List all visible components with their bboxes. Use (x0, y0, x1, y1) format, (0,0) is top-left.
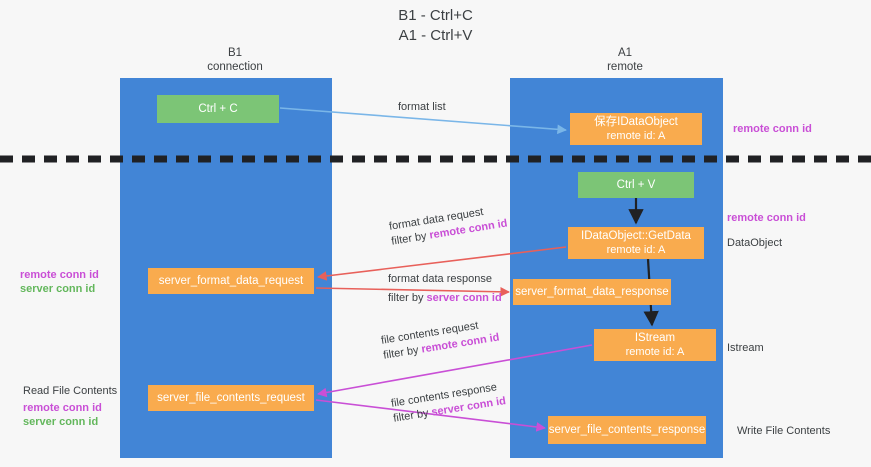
arrow-file-contents-request (317, 344, 593, 398)
annotation-read-file-contents: Read File Contents (23, 385, 118, 397)
annotation-remote-conn-id-top: remote conn id (733, 123, 812, 135)
edge-label-format-data-response-line1: format data response (388, 273, 492, 285)
annotation-dataobject: DataObject (727, 237, 783, 249)
edge-label-format-list: format list (398, 100, 446, 115)
annotation-left-conn-ids-top: remote conn id server conn id (20, 268, 99, 296)
node-save-idataobject[interactable]: 保存IDataObject remote id: A (570, 113, 702, 145)
node-istream-line1: IStream (634, 332, 676, 344)
node-save-idataobject-line2: remote id: A (606, 130, 666, 142)
node-server-file-contents-response-label: server_file_contents_response (548, 424, 706, 436)
arrow-format-data-request (317, 246, 567, 281)
column-header-a1: A1 remote (510, 46, 740, 74)
annotation-left-server-conn-id: server conn id (20, 283, 96, 295)
edge-label-format-list-line1: format list (398, 101, 446, 113)
node-istream-line2: remote id: A (625, 346, 685, 358)
annotation-left-conn-ids-bottom: remote conn id server conn id (23, 401, 102, 429)
node-server-file-contents-request-label: server_file_contents_request (157, 392, 305, 404)
node-idataobject-getdata[interactable]: IDataObject::GetData remote id: A (568, 227, 704, 259)
edge-label-format-data-response: format data response filter by server co… (388, 272, 502, 306)
annotation-istream: Istream (727, 342, 764, 354)
annotation-left2-server-conn-id: server conn id (23, 416, 99, 428)
edge-label-format-data-response-filter: filter by server conn id (388, 291, 502, 306)
arrow-file-contents-response (315, 399, 546, 432)
node-server-file-contents-request[interactable]: server_file_contents_request (148, 385, 314, 411)
node-ctrl-v[interactable]: Ctrl + V (578, 172, 694, 198)
annotation-left2-remote-conn-id: remote conn id (23, 402, 102, 414)
node-server-format-data-response-label: server_format_data_response (515, 286, 669, 298)
arrow-format-data-response (315, 287, 510, 297)
annotation-left-remote-conn-id: remote conn id (20, 269, 99, 281)
column-header-a1-name: A1 (617, 47, 633, 59)
diagram-title: B1 - Ctrl+C A1 - Ctrl+V (398, 7, 473, 44)
node-server-format-data-request-label: server_format_data_request (158, 275, 304, 287)
node-ctrl-v-label: Ctrl + V (616, 179, 656, 191)
annotation-write-file-contents: Write File Contents (737, 425, 831, 437)
column-header-b1-name: B1 (227, 47, 243, 59)
node-server-format-data-response[interactable]: server_format_data_response (513, 279, 671, 305)
node-server-format-data-request[interactable]: server_format_data_request (148, 268, 314, 294)
arrow-format-list (279, 107, 567, 135)
node-server-file-contents-response[interactable]: server_file_contents_response (548, 416, 706, 444)
filter-key-server-conn-id: server conn id (426, 292, 502, 304)
node-save-idataobject-line1: 保存IDataObject (594, 116, 678, 128)
node-istream[interactable]: IStream remote id: A (594, 329, 716, 361)
node-idataobject-getdata-line2: remote id: A (606, 244, 666, 256)
node-ctrl-c[interactable]: Ctrl + C (157, 95, 279, 123)
column-header-b1: B1 connection (120, 46, 350, 74)
node-idataobject-getdata-line1: IDataObject::GetData (581, 230, 691, 242)
node-ctrl-c-label: Ctrl + C (198, 103, 238, 115)
column-header-b1-role: connection (207, 61, 263, 73)
annotation-remote-conn-id-mid: remote conn id (727, 212, 806, 224)
column-header-a1-role: remote (607, 61, 643, 73)
filter-prefix: filter by (388, 292, 427, 304)
